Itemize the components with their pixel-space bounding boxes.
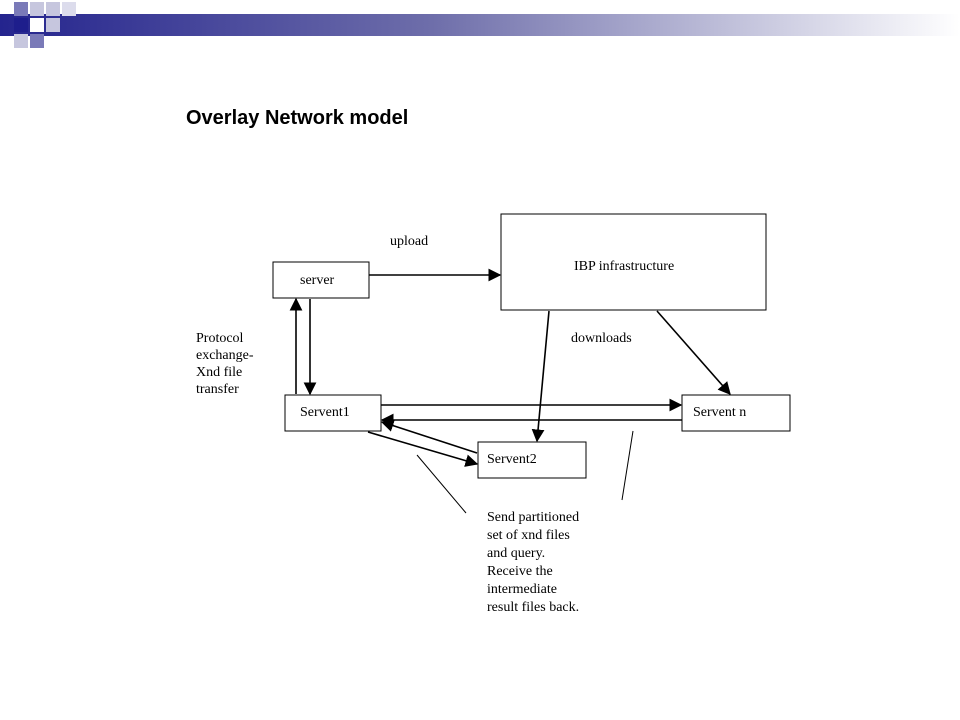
- note-line: result files back.: [487, 600, 579, 615]
- servent2-box: [477, 441, 587, 479]
- protocol-note-line: Protocol: [196, 331, 244, 346]
- note-line: Send partitioned: [487, 510, 579, 525]
- servent1-to-servent2-arrow: [367, 431, 479, 467]
- banner-square: [14, 2, 28, 16]
- banner-square: [14, 34, 28, 48]
- slide-title: Overlay Network model: [186, 107, 409, 129]
- ibp-to-servent2-arrow: [531, 310, 550, 443]
- banner-square: [30, 18, 44, 32]
- ibp-infrastructure-box: [500, 213, 767, 311]
- banner-square: [62, 2, 76, 16]
- banner-square: [30, 34, 44, 48]
- servent2-to-servent1-arrow: [380, 419, 478, 454]
- banner-gradient-bar: [0, 14, 960, 36]
- ibp-to-servent-n-arrow: [656, 310, 731, 395]
- banner-square: [30, 2, 44, 16]
- protocol-note-line: exchange-: [196, 348, 254, 363]
- banner-square: [14, 18, 28, 32]
- servent2-label: Servent2: [487, 452, 537, 467]
- banner-square: [46, 2, 60, 16]
- servent-n-label: Servent n: [693, 405, 746, 420]
- server-label: server: [300, 273, 335, 288]
- note-line: and query.: [487, 546, 545, 561]
- note-line: set of xnd files: [487, 528, 570, 543]
- protocol-note-line: Xnd file: [196, 365, 242, 380]
- upload-label: upload: [390, 234, 428, 249]
- downloads-label: downloads: [571, 331, 632, 346]
- servent-n-box: [681, 394, 791, 432]
- banner-square: [46, 18, 60, 32]
- callout-line-left: [416, 454, 467, 514]
- servent1-label: Servent1: [300, 405, 350, 420]
- header-banner: [0, 2, 960, 48]
- note-line: Receive the: [487, 564, 553, 579]
- servent1-box: [284, 394, 382, 432]
- send-partitioned-note: Send partitioned set of xnd files and qu…: [487, 510, 583, 615]
- protocol-note-line: transfer: [196, 382, 239, 397]
- note-line: intermediate: [487, 582, 557, 597]
- callout-line-right: [621, 430, 634, 501]
- server-box: [272, 261, 370, 299]
- protocol-note: Protocol exchange- Xnd file transfer: [196, 331, 257, 397]
- ibp-infrastructure-label: IBP infrastructure: [574, 259, 674, 274]
